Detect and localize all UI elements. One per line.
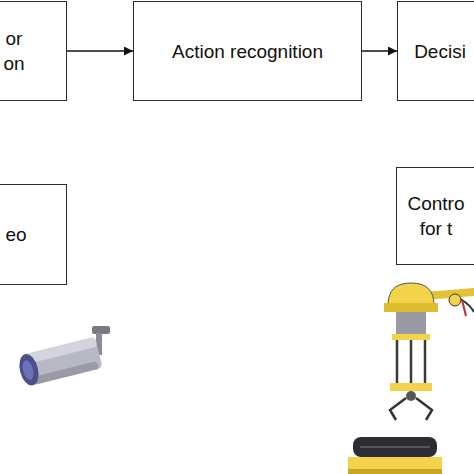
process-box: eo: [0, 184, 67, 285]
box-label: Decisi: [409, 39, 471, 64]
gripper: [390, 398, 432, 420]
box-label: Contro for t: [403, 191, 469, 241]
robot-housing: [396, 312, 426, 334]
process-box: or on: [0, 1, 67, 101]
process-box: Action recognition: [133, 1, 362, 101]
workpiece-detail: [360, 446, 430, 448]
robot-wrist: [390, 383, 432, 391]
workpiece: [353, 437, 437, 457]
robot-arm-illustration: [348, 283, 474, 474]
gripper-joint: [406, 391, 416, 401]
robot-legs: [397, 340, 425, 385]
box-label: Action recognition: [138, 39, 358, 64]
process-box: Decisi: [397, 1, 474, 101]
box-label: or on: [1, 26, 27, 76]
robot-ring: [392, 334, 430, 340]
arm-detail: [462, 300, 466, 316]
arm-joint: [449, 294, 461, 306]
robot-head: [388, 283, 434, 305]
flow-arrow: [362, 50, 397, 51]
camera-mount: [92, 326, 110, 334]
flow-arrow: [67, 50, 133, 51]
conveyor-base: [348, 457, 442, 469]
camera-body: [16, 337, 102, 388]
conveyor-foot: [348, 469, 442, 474]
robot-collar: [384, 303, 438, 312]
box-label: eo: [3, 222, 29, 247]
camera-illustration: [16, 326, 110, 387]
process-box: Contro for t: [396, 167, 474, 265]
